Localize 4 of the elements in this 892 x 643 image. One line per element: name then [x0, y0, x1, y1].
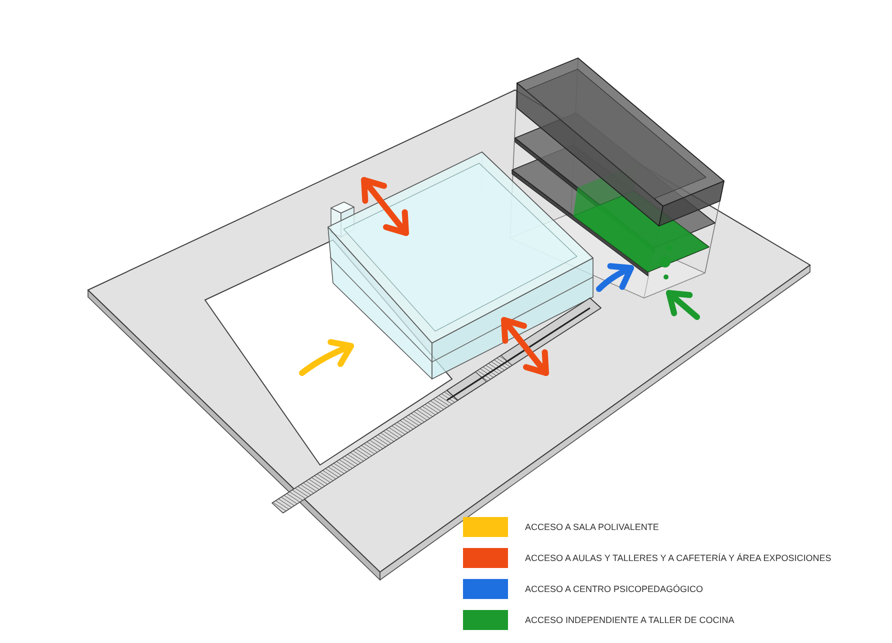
legend-label: ACCESO A SALA POLIVALENTE — [525, 521, 659, 533]
legend-label: ACCESO INDEPENDIENTE A TALLER DE COCINA — [525, 614, 734, 626]
legend-label: ACCESO A CENTRO PSICOPEDAGÓGICO — [525, 583, 704, 595]
legend-label: ACCESO A AULAS Y TALLERES Y A CAFETERÍA Y ÁREA EXPOSICIONES — [525, 552, 832, 564]
